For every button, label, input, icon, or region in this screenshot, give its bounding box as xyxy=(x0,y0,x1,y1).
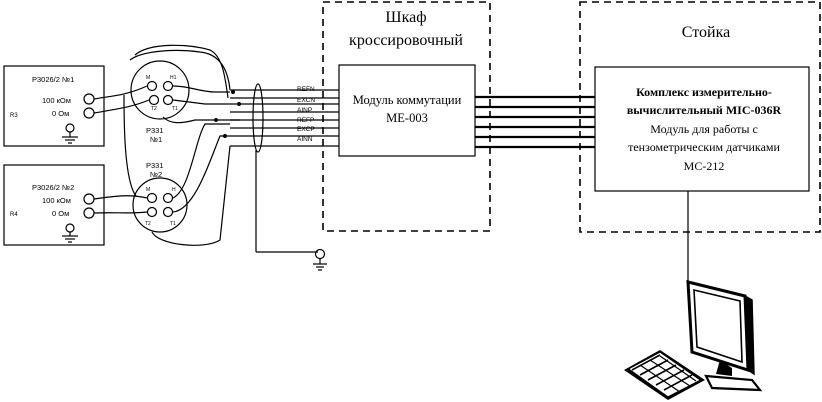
complex-line1: Комплекс измерительно- xyxy=(636,85,772,99)
connector-p331-1-pin-label: Т2 xyxy=(151,106,157,112)
connector-p331-1-pin xyxy=(162,80,174,92)
ground-icon xyxy=(313,248,327,271)
connector-p331-1-pin-label: М xyxy=(146,75,150,81)
connector-p331-2 xyxy=(132,177,188,233)
cable-shield xyxy=(252,83,318,253)
wiring xyxy=(93,44,339,246)
signal-label-refn: REFN xyxy=(297,86,315,93)
signal-label-excp: EXCP xyxy=(297,126,315,133)
terminal-r1-0 xyxy=(83,107,95,119)
connector-p331-2-pin xyxy=(146,192,158,204)
connector-p331-2-pin-label: Н xyxy=(172,187,176,193)
ground-icon xyxy=(62,223,78,243)
signal-label-excn: EXCN xyxy=(297,97,315,104)
connector-p331-2-pin-label: Т1 xyxy=(170,221,176,227)
ground-icon xyxy=(62,123,78,144)
cabinet-title-line2: кроссировочный xyxy=(349,32,463,49)
connector-p331-1-pin xyxy=(148,94,160,106)
cabinet-title-line1: Шкаф xyxy=(385,9,426,26)
connector-p331-2-pin-label: М xyxy=(146,187,150,193)
connector-p331-1-pin-label: Т1 xyxy=(172,106,178,112)
connector-p331-2-pin xyxy=(162,192,174,204)
signal-label-ainp: AINP xyxy=(297,107,312,114)
connector-p331-2-pin xyxy=(146,206,158,218)
complex-line2: вычислительный МIС-036R xyxy=(627,103,782,117)
resistance-box-1-tag: R3 xyxy=(10,113,18,119)
signal-label-ainn: AINN xyxy=(297,136,313,143)
connector-p331-1-title: Р331 xyxy=(146,126,164,135)
signal-label-refp: REFP xyxy=(297,117,314,124)
connector-p331-1-number: №1 xyxy=(150,135,162,144)
connector-p331-2-pin xyxy=(162,206,174,218)
switching-module-model: МЕ-003 xyxy=(386,111,428,125)
terminal-r2-100k xyxy=(83,193,95,205)
switching-module-box xyxy=(338,64,476,157)
connector-p331-2-title: Р331 xyxy=(146,161,164,170)
monitor-icon xyxy=(686,280,763,392)
resistance-box-1-title: Р3026/2 №1 xyxy=(32,75,74,84)
resistance-box-1 xyxy=(3,65,105,147)
resistance-box-2 xyxy=(3,164,105,246)
resistance-box-2-tag: R4 xyxy=(10,212,18,218)
rack-title: Стойка xyxy=(682,24,730,41)
rack-enclosure xyxy=(579,1,821,233)
keyboard-icon xyxy=(624,350,705,400)
complex-line3: Модуль для работы с xyxy=(650,122,758,136)
resistance-box-1-100k-label: 100 кОм xyxy=(42,96,71,105)
connector-p331-2-pin-label: Т2 xyxy=(145,221,151,227)
resistance-box-2-100k-label: 100 кОм xyxy=(42,196,71,205)
complex-line5: МС-212 xyxy=(684,159,725,173)
signal-bus xyxy=(475,95,595,149)
switching-module-name: Модуль коммутации xyxy=(353,93,462,107)
resistance-box-2-title: Р3026/2 №2 xyxy=(32,183,74,192)
connector-p331-1-pin-label: Н1 xyxy=(170,75,177,81)
connector-p331-1 xyxy=(130,60,190,120)
complex-line4: тензометрическим датчиками xyxy=(628,140,780,154)
measuring-complex-box xyxy=(594,66,810,192)
terminal-r2-0 xyxy=(83,207,95,219)
connector-p331-1-pin xyxy=(146,80,158,92)
resistance-box-2-0-label: 0 Ом xyxy=(52,209,69,218)
terminal-r1-100k xyxy=(83,93,95,105)
resistance-box-1-0-label: 0 Ом xyxy=(52,109,69,118)
connector-p331-1-pin xyxy=(162,94,174,106)
connector-p331-2-number: №2 xyxy=(150,170,162,179)
